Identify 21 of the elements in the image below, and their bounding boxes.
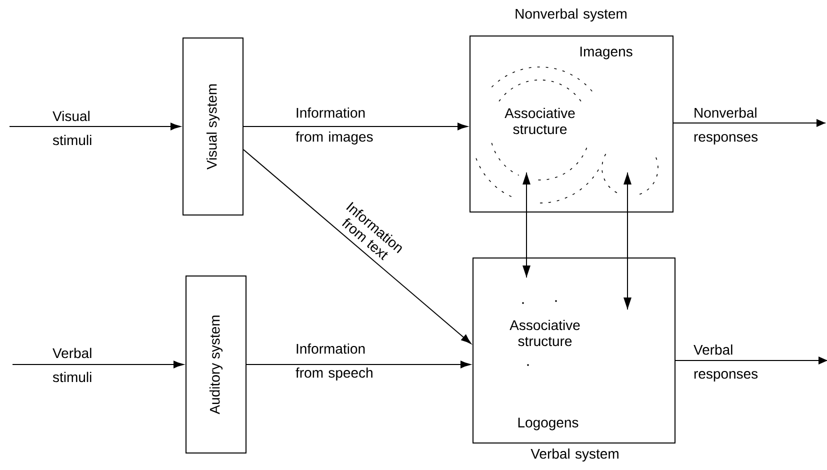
arrow [12,360,184,368]
arrow [522,172,530,278]
arrow [243,149,472,344]
edge-label: Visual stimuli [52,110,92,146]
system-box: Auditory system [186,275,246,454]
edge-label: Information from speech [296,343,372,380]
arrow [624,172,632,310]
edge-label: Verbal stimuli [52,348,92,382]
system-box: Associative structure Logogens Verbal system [472,258,676,462]
arrow [243,122,468,130]
arrow [673,119,826,127]
arrow [675,356,827,364]
node-label: Verbal system [530,448,618,462]
system-box: Nonverbal system Imagens Associative structure [470,8,674,212]
system-box: Visual system [182,38,244,216]
edge-label: Nonverbal responses [694,107,758,144]
arrow [246,360,471,368]
edge-label: Information from images [296,107,373,144]
arrow [9,122,181,130]
edge-label: Verbal responses [694,344,758,382]
node-label: Nonverbal system [516,8,626,22]
